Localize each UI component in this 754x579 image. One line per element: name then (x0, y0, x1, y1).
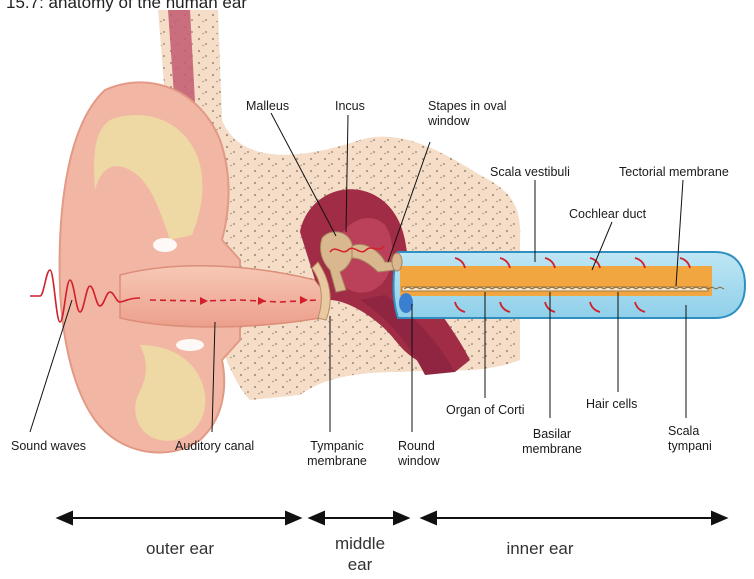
label-round-window: Round window (398, 439, 454, 469)
label-sound-waves: Sound waves (11, 439, 86, 454)
label-cochlear-duct: Cochlear duct (569, 207, 646, 222)
label-scala-tympani: Scala tympani (668, 424, 720, 454)
label-auditory-canal: Auditory canal (175, 439, 254, 454)
label-malleus: Malleus (246, 99, 289, 114)
label-hair-cells: Hair cells (586, 397, 637, 412)
label-stapes: Stapes in oval window (428, 99, 523, 129)
label-basilar-membrane: Basilar membrane (517, 427, 587, 457)
region-outer-ear: outer ear (120, 538, 240, 559)
label-tympanic-membrane: Tympanic membrane (297, 439, 377, 469)
oval-window (392, 253, 402, 271)
label-tectorial-membrane: Tectorial membrane (619, 165, 729, 180)
region-middle-ear: middle ear (325, 533, 395, 575)
label-incus: Incus (335, 99, 365, 114)
region-arrows (58, 512, 726, 524)
cochlear-duct (400, 266, 712, 296)
round-window (399, 293, 413, 313)
figure-caption: 15.7: anatomy of the human ear (6, 0, 247, 13)
label-scala-vestibuli: Scala vestibuli (490, 165, 570, 180)
region-inner-ear: inner ear (480, 538, 600, 559)
label-organ-of-corti: Organ of Corti (446, 403, 525, 418)
